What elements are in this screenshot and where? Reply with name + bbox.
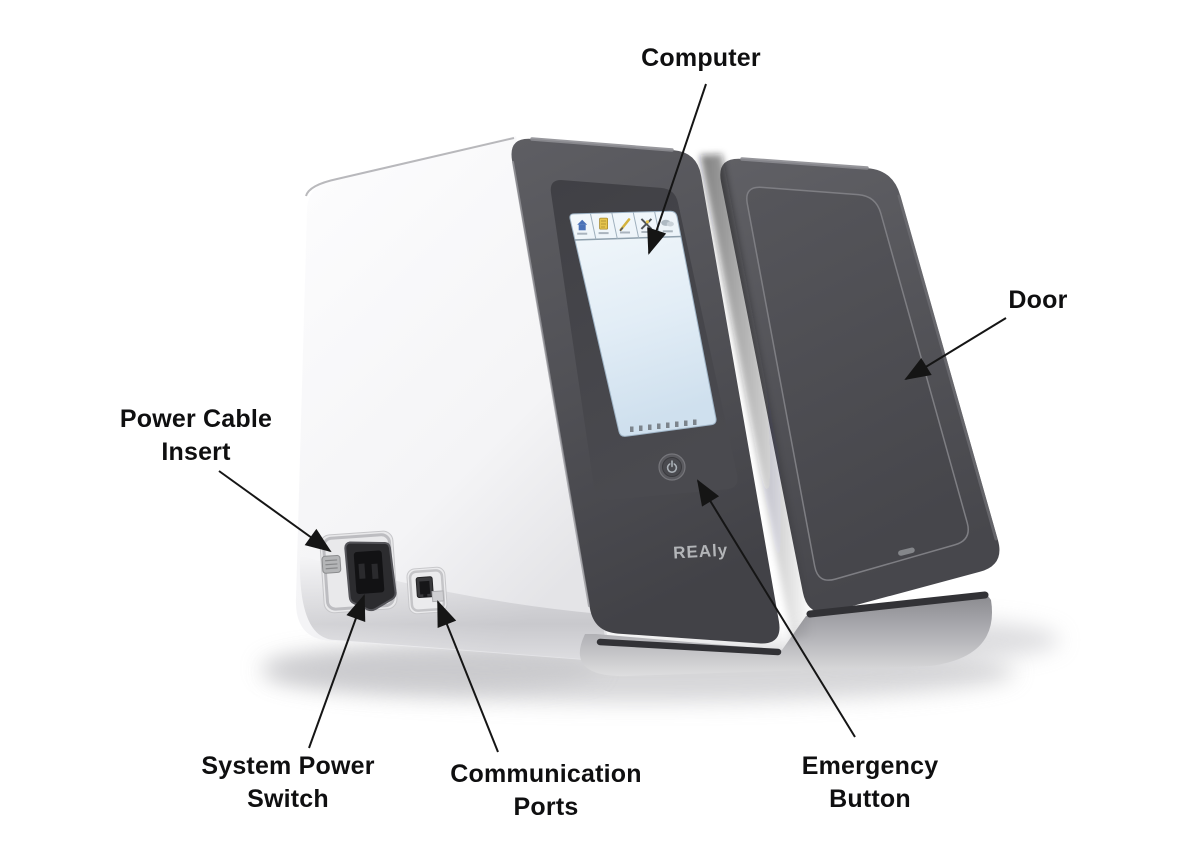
label-system-power-switch: System Power Switch (201, 752, 375, 813)
pencil-icon (619, 218, 631, 234)
module-seam-shadow (700, 154, 814, 640)
floor-shadow-left (260, 646, 600, 690)
label-power-cable-insert: Power Cable Insert (119, 405, 273, 466)
label-computer: Computer (641, 44, 761, 72)
cloud-icon (661, 219, 674, 233)
communication-ports-arrow (437, 600, 499, 753)
door-latch-marking (898, 547, 915, 556)
system-power-switch-arrow (308, 594, 366, 749)
side-panel-top-edge (305, 137, 515, 197)
brand-logo: REAly (673, 541, 729, 563)
label-door: Door (1008, 286, 1068, 314)
ethernet-port (415, 576, 434, 599)
power-inlet-cavity (353, 550, 385, 594)
power-inlet-pin-slot (358, 563, 366, 579)
computer-top-rim-highlight (530, 137, 674, 152)
port-panel-notch (431, 590, 445, 603)
communication-port-recess (406, 566, 448, 615)
door-panel (746, 186, 969, 581)
power-inlet-recess (319, 530, 398, 614)
touchscreen (569, 210, 717, 437)
door-arrow (904, 317, 1007, 381)
power-symbol-icon (666, 460, 678, 473)
home-icon (577, 219, 588, 235)
toolbar-dividers (589, 211, 661, 240)
label-emergency-button: Emergency Button (801, 752, 939, 813)
door-base-groove (806, 591, 989, 618)
door-top-rim-highlight (740, 157, 869, 170)
computer-base-groove (596, 638, 782, 656)
callout-arrows (218, 83, 1007, 753)
power-cable-insert-arrow (218, 470, 332, 553)
computer-arrow (647, 83, 707, 255)
screen-statusbar (630, 419, 697, 432)
document-icon (598, 217, 609, 235)
emergency-button-arrow (696, 479, 856, 738)
power-inlet-pin-slot (371, 563, 379, 580)
device-base (579, 592, 993, 677)
door-right-rim-highlight (897, 194, 998, 541)
system-power-switch-part (321, 554, 342, 574)
computer-left-rim-highlight (512, 161, 590, 607)
screen-toolbar (574, 211, 682, 241)
label-communication-ports: Communication Ports (450, 760, 642, 821)
emergency-power-button (658, 453, 686, 481)
